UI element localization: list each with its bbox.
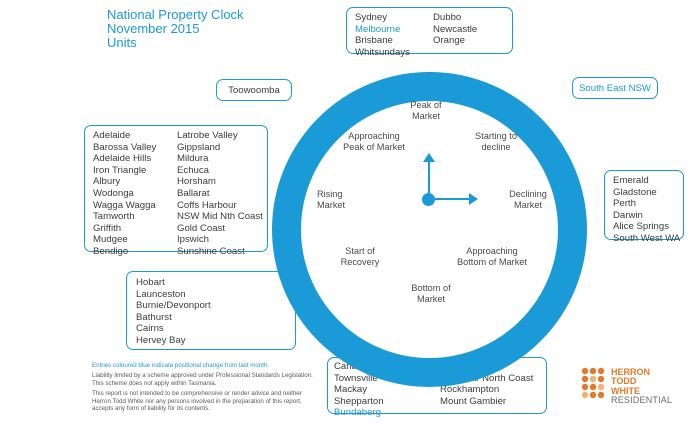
peak-col-2: Dubbo Newcastle Orange [433,12,477,47]
approaching-peak-box: Toowoomba [216,79,292,101]
location-item: Echuca [177,164,209,176]
peak-of-market-box: Sydney Melbourne Brisbane Whitsundays Du… [346,7,513,58]
location-item: Townsville [334,372,378,384]
location-item: Brisbane [355,35,393,47]
location-item: Griffith [93,222,122,234]
title-line-1: National Property Clock [107,7,244,22]
location-item: Adelaide Hills [93,153,152,165]
location-item: Alice Springs [613,221,669,233]
location-item: Sunshine Coast [177,245,245,257]
peak-col-1: Sydney Melbourne Brisbane Whitsundays [355,12,410,58]
arrow-right-icon [469,193,478,205]
declining-col-1: Emerald Gladstone Perth Darwin Alice Spr… [613,175,680,245]
rising-col-1: Adelaide Barossa Valley Adelaide Hills I… [93,130,156,258]
location-item: Mudgee [93,234,128,246]
location-item: South West WA [613,232,681,244]
location-item: Tamworth [93,211,135,223]
location-item: Dubbo [433,12,462,23]
location-item: Burnie/Devonport [136,300,211,312]
location-item: Toowoomba [228,84,280,96]
location-item: Mackay [334,384,368,396]
herron-todd-white-logo [581,367,605,399]
location-item: Latrobe Valley [177,130,238,141]
location-item: Mount Gambier [440,395,507,407]
rising-col-2: Latrobe Valley Gippsland Mildura Echuca … [177,130,263,258]
location-item: Iron Triangle [93,164,147,176]
location-item-changed: South East NSW [579,82,651,94]
location-item: Wodonga [93,187,134,199]
location-item: Albury [93,176,121,188]
location-item: Adelaide [93,130,131,141]
location-item: Coffs Harbour [177,199,237,211]
legend-note: Entries coloured blue indicate positiona… [92,362,270,369]
location-item: Shepparton [334,395,384,407]
location-item: Darwin [613,209,643,221]
clock-hour-hand [428,160,430,200]
location-item: Barossa Valley [93,141,157,153]
location-item: Gold Coast [177,222,225,234]
declining-market-box: Emerald Gladstone Perth Darwin Alice Spr… [604,170,684,244]
location-item: Horsham [177,176,216,188]
location-item: Emerald [613,175,649,186]
location-item: NSW Mid Nth Coast [177,211,263,223]
location-item: Mildura [177,153,209,165]
location-item: Newcastle [433,23,478,35]
recovery-col-1: Hobart Launceston Burnie/Devonport Bathu… [136,277,211,347]
clock-hub [422,193,435,206]
logo-wordmark: HERRON TODD WHITE RESIDENTIAL [611,367,673,406]
location-item: Ballarat [177,187,210,199]
start-of-recovery-box: Hobart Launceston Burnie/Devonport Bathu… [126,271,296,350]
title-line-2: November 2015 [107,21,200,36]
starting-to-decline-box: South East NSW [572,77,658,99]
location-item: Gippsland [177,141,221,153]
location-item: Hobart [136,277,165,288]
location-item: Bathurst [136,311,172,323]
location-item: Launceston [136,288,186,300]
location-item: Rockhampton [440,384,500,396]
arrow-up-icon [423,153,435,162]
location-item: Whitsundays [355,46,410,58]
location-item: Sydney [355,12,387,23]
location-item: Orange [433,35,465,47]
clock-minute-hand [429,198,471,200]
location-item-changed: Melbourne [355,23,401,35]
title-line-3: Units [107,35,137,50]
location-item: Bendigo [93,245,129,257]
location-item: NSW Far North Coast [440,372,534,384]
location-item: Ipswich [177,234,209,246]
rising-market-box: Adelaide Barossa Valley Adelaide Hills I… [84,125,268,257]
liability-note: Liability limited by a scheme approved u… [92,372,313,387]
report-title: National Property Clock November 2015 Un… [107,8,244,50]
location-item: Perth [613,198,636,210]
location-item: Gladstone [613,186,657,198]
disclaimer-note: This report is not intended to be compre… [92,390,302,413]
location-item: Wagga Wagga [93,199,156,211]
location-item: Cairns [136,323,164,335]
location-item: Hervey Bay [136,334,186,346]
location-item-changed: Bundaberg [334,407,381,419]
